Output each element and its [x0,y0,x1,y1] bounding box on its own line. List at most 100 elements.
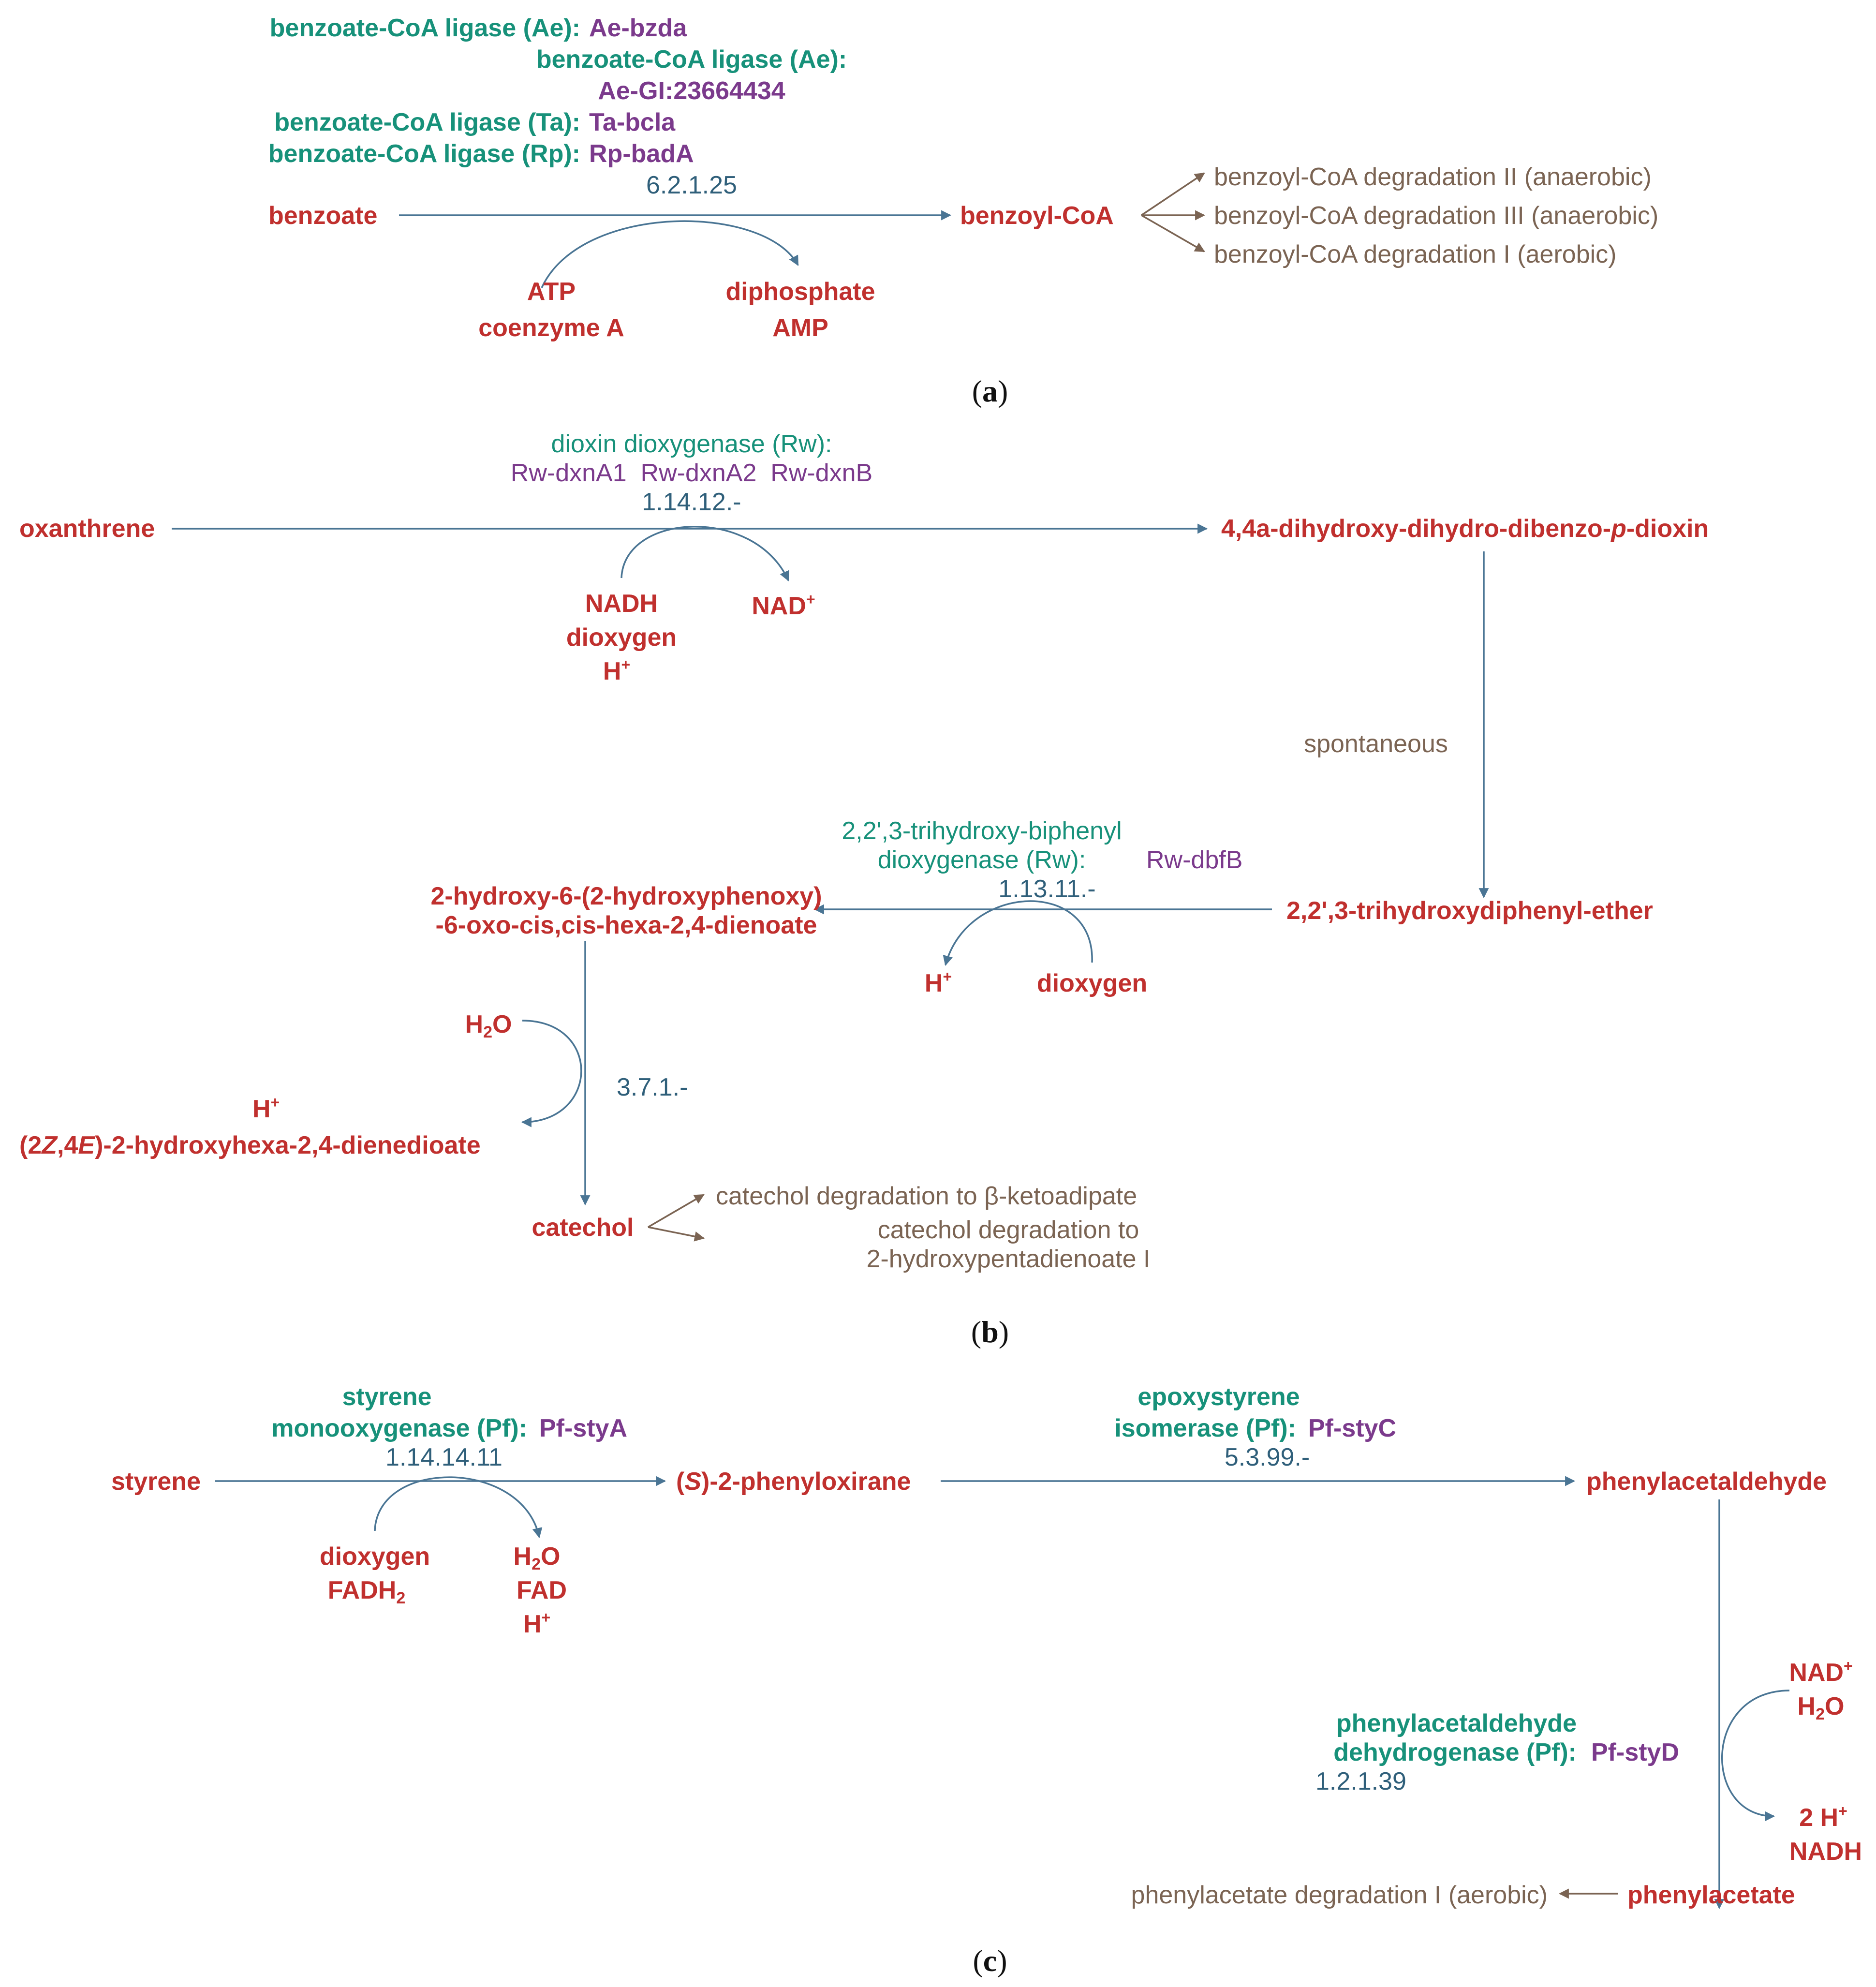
metabolite-hydroxyphenoxy-dienoate: -6-oxo-cis,cis-hexa-2,4-dienoate [436,911,817,939]
metabolite-oxanthrene: oxanthrene [19,515,155,543]
metabolite-phenylacetaldehyde: phenylacetaldehyde [1586,1468,1827,1496]
metabolite-proton: H+ [252,1094,280,1123]
metabolite-water: H2O [514,1542,561,1573]
metabolite-water: H2O [465,1010,512,1041]
proton-text: H [252,1095,271,1123]
metabolite-water: H2O [1798,1692,1845,1723]
panel-a: benzoate-CoA ligase (Ae): Ae-bzda benzoa… [268,14,1658,408]
enzyme-label: benzoate-CoA ligase (Ae): [270,14,580,42]
cofactor-arrow [620,526,789,581]
pathway-link[interactable]: phenylacetate degradation I (aerobic) [1131,1881,1548,1909]
spontaneous-label: spontaneous [1304,730,1448,758]
gene-label: Pf-styC [1308,1414,1396,1442]
water-text: H [514,1542,532,1571]
panel-label: (a) [972,374,1008,408]
metabolite-diphosphate: diphosphate [725,278,875,306]
subscript: 2 [483,1023,492,1041]
product-text: 4,4a-dihydroxy-dihydro-dibenzo- [1221,515,1611,543]
metabolite-hydroxyhexa-dienedioate: (2Z,4E)-2-hydroxyhexa-2,4-dienedioate [19,1131,481,1159]
water-o: O [492,1010,512,1038]
name-part-italic: E [78,1131,95,1159]
panel-label: (b) [971,1315,1009,1349]
gene-label: Pf-styA [539,1414,627,1442]
enzyme-label: styrene [342,1383,432,1411]
metabolite-trihydroxydiphenyl-ether: 2,2',3-trihydroxydiphenyl-ether [1286,897,1653,925]
cofactor-arrow [943,900,1093,966]
product-text: )-2-phenyloxirane [701,1468,911,1496]
enzyme-label: benzoate-CoA ligase (Rp): [268,140,580,168]
panel-c: styrene monooxygenase (Pf): Pf-styA 1.14… [111,1383,1862,1978]
metabolite-styrene: styrene [111,1468,201,1496]
pathway-link-arrow [1141,172,1205,216]
name-part: ,4 [57,1131,78,1159]
ec-number: 1.14.14.11 [385,1443,502,1471]
metabolite-dioxygen: dioxygen [566,623,677,652]
gene-label: Ae-bzda [589,14,687,42]
fadh-text: FADH [328,1576,397,1604]
metabolite-coenzyme-a: coenzyme A [478,314,624,342]
metabolite-proton: H+ [925,968,952,997]
metabolite-nad-plus: NAD+ [752,591,815,620]
subscript: 2 [396,1589,405,1607]
ec-number: 1.14.12.- [642,488,741,516]
metabolite-phenylacetate: phenylacetate [1627,1881,1795,1909]
subscript: 2 [532,1555,541,1573]
subscript: 2 [1816,1705,1825,1723]
metabolite-proton: H+ [523,1609,550,1638]
panel-label-letter: a [982,374,998,408]
enzyme-label: isomerase (Pf): [1114,1414,1296,1442]
metabolite-benzoyl-coa: benzoyl-CoA [960,202,1114,230]
panel-label: (c) [973,1943,1007,1978]
gene-label: Rp-badA [589,140,694,168]
enzyme-label: 2,2',3-trihydroxy-biphenyl [842,817,1122,845]
metabolite-hydroxyphenoxy-dienoate: 2-hydroxy-6-(2-hydroxyphenoxy) [430,882,822,910]
ec-number: 5.3.99.- [1225,1443,1310,1471]
pathway-link[interactable]: catechol degradation to [878,1216,1139,1244]
panel-b: dioxin dioxygenase (Rw): Rw-dxnA1 Rw-dxn… [19,430,1709,1349]
superscript: + [1838,1802,1847,1820]
water-text: H [465,1010,484,1038]
superscript: + [943,968,952,985]
nad-text: NAD [752,592,806,620]
enzyme-label: dioxygenase (Rw): [878,846,1086,874]
pathway-link[interactable]: 2-hydroxypentadienoate I [867,1245,1151,1273]
enzyme-label: dehydrogenase (Pf): [1333,1738,1577,1766]
pathway-link-arrow [648,1194,705,1228]
name-part: (2 [19,1131,42,1159]
panel-label-letter: b [981,1315,999,1349]
water-o: O [541,1542,560,1571]
pathway-link[interactable]: benzoyl-CoA degradation II (anaerobic) [1214,163,1652,191]
metabolite-fad: FAD [517,1576,567,1604]
metabolite-proton: H+ [603,656,630,685]
proton-text: 2 H [1799,1804,1838,1832]
enzyme-label: benzoate-CoA ligase (Ae): [536,45,847,74]
product-text: -dioxin [1626,515,1709,543]
enzyme-label: epoxystyrene [1137,1383,1300,1411]
enzyme-label: benzoate-CoA ligase (Ta): [274,108,580,136]
ec-number: 3.7.1.- [617,1073,688,1101]
name-part-italic: Z [41,1131,58,1159]
pathway-link[interactable]: catechol degradation to β-ketoadipate [716,1182,1137,1210]
pathway-link[interactable]: benzoyl-CoA degradation III (anaerobic) [1214,202,1658,230]
pathway-link[interactable]: benzoyl-CoA degradation I (aerobic) [1214,240,1616,268]
metabolite-atp: ATP [527,278,576,306]
gene-label: Ta-bcla [589,108,676,136]
cofactor-arrow [374,1476,543,1539]
enzyme-label: dioxin dioxygenase (Rw): [551,430,832,458]
water-o: O [1825,1692,1844,1720]
pathway-link-arrow [648,1226,705,1242]
cofactor-arrow [1721,1690,1790,1822]
metabolite-amp: AMP [772,314,828,342]
superscript: + [621,656,630,673]
metabolite-benzoate: benzoate [268,202,377,230]
product-italic: S [684,1468,701,1496]
metabolite-dioxygen: dioxygen [1037,969,1147,997]
cofactor-arrow [521,1020,582,1127]
superscript: + [541,1609,550,1626]
metabolite-catechol: catechol [532,1214,634,1242]
ec-number: 1.2.1.39 [1315,1767,1406,1795]
metabolite-fadh2: FADH2 [328,1576,405,1607]
name-part: )-2-hydroxyhexa-2,4-dienedioate [95,1131,481,1159]
gene-label: Rw-dbfB [1146,846,1242,874]
